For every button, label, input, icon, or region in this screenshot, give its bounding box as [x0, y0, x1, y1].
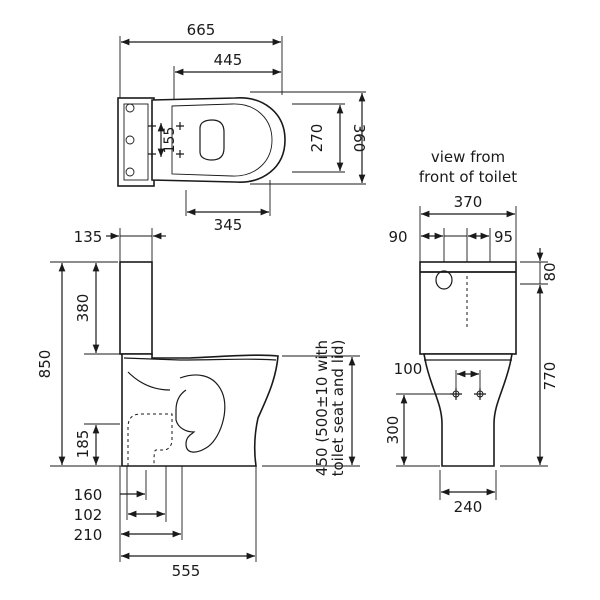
tank-plan [117, 97, 155, 187]
dim-label-445: 445 [214, 51, 243, 69]
dim-label-185: 185 [74, 430, 92, 459]
dim-label-370: 370 [454, 193, 483, 211]
fixing-marks [148, 122, 184, 158]
dim-label-160: 160 [74, 486, 103, 504]
front-caption-line2: front of toilet [419, 168, 517, 186]
dim-label-240: 240 [454, 498, 483, 516]
dim-label-100: 100 [394, 360, 423, 378]
dim-label-80: 80 [541, 262, 559, 281]
pan-front [423, 353, 513, 467]
dim-label-665: 665 [187, 21, 216, 39]
hidden-outlet-path [127, 413, 173, 467]
dim-label-770: 770 [541, 362, 559, 391]
dim-label-555: 555 [172, 562, 201, 580]
side-view: 135 850 380 185 160 [36, 228, 360, 580]
dim-label-90: 90 [388, 228, 407, 246]
dim-label-345: 345 [214, 216, 243, 234]
dim-label-850: 850 [36, 350, 54, 379]
dim-label-210: 210 [74, 526, 103, 544]
bowl-trap [175, 374, 226, 453]
tank-side [119, 261, 153, 355]
dim-label-135: 135 [74, 228, 103, 246]
dim-label-102: 102 [74, 506, 103, 524]
top-view: 665 445 345 270 360 155 [117, 21, 368, 234]
dim-label-155: 155 [162, 127, 178, 154]
dim-label-380: 380 [74, 294, 92, 323]
front-fixings [450, 388, 486, 400]
dim-note-450: toilet seat and lid) [329, 340, 347, 477]
tank-front [419, 261, 517, 355]
dim-label-360: 360 [350, 124, 368, 153]
front-caption-line1: view from [431, 148, 505, 166]
dim-label-450: 450 (500±10 with [313, 340, 331, 476]
dim-label-270: 270 [308, 124, 326, 153]
pan-plan-outline [151, 97, 286, 183]
flush-button [435, 270, 453, 290]
dim-label-300: 300 [384, 416, 402, 445]
pan-side [121, 353, 279, 467]
dim-label-95: 95 [494, 228, 513, 246]
front-view: view from front of toilet 370 90 95 [384, 148, 559, 516]
bowl-opening [199, 119, 225, 161]
